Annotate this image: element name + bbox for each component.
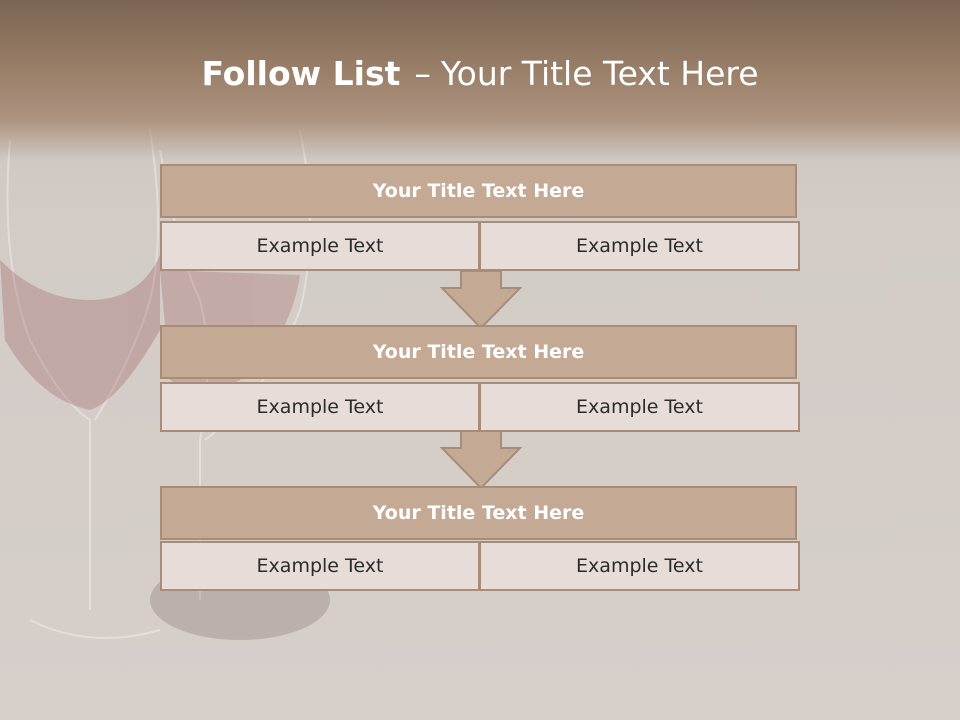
title-separator: – (414, 54, 431, 93)
flow-block-2: Your Title Text Here Example Text Exampl… (160, 325, 800, 432)
title-subtitle: Your Title Text Here (440, 54, 759, 93)
block-title: Your Title Text Here (160, 486, 797, 540)
page-title: Follow List–Your Title Text Here (0, 54, 960, 93)
block-title: Your Title Text Here (160, 325, 797, 379)
block-cell-left: Example Text (160, 382, 480, 432)
flow-block-1: Your Title Text Here Example Text Exampl… (160, 164, 800, 271)
block-cell-right: Example Text (479, 541, 800, 591)
block-cell-left: Example Text (160, 221, 480, 271)
block-title: Your Title Text Here (160, 164, 797, 218)
flow-block-3: Your Title Text Here Example Text Exampl… (160, 486, 800, 591)
block-cell-right: Example Text (479, 221, 800, 271)
block-cell-right: Example Text (479, 382, 800, 432)
down-arrow-icon (440, 270, 522, 330)
down-arrow-icon (440, 430, 522, 490)
title-band (0, 0, 960, 160)
block-cell-left: Example Text (160, 541, 480, 591)
title-bold: Follow List (201, 54, 401, 93)
